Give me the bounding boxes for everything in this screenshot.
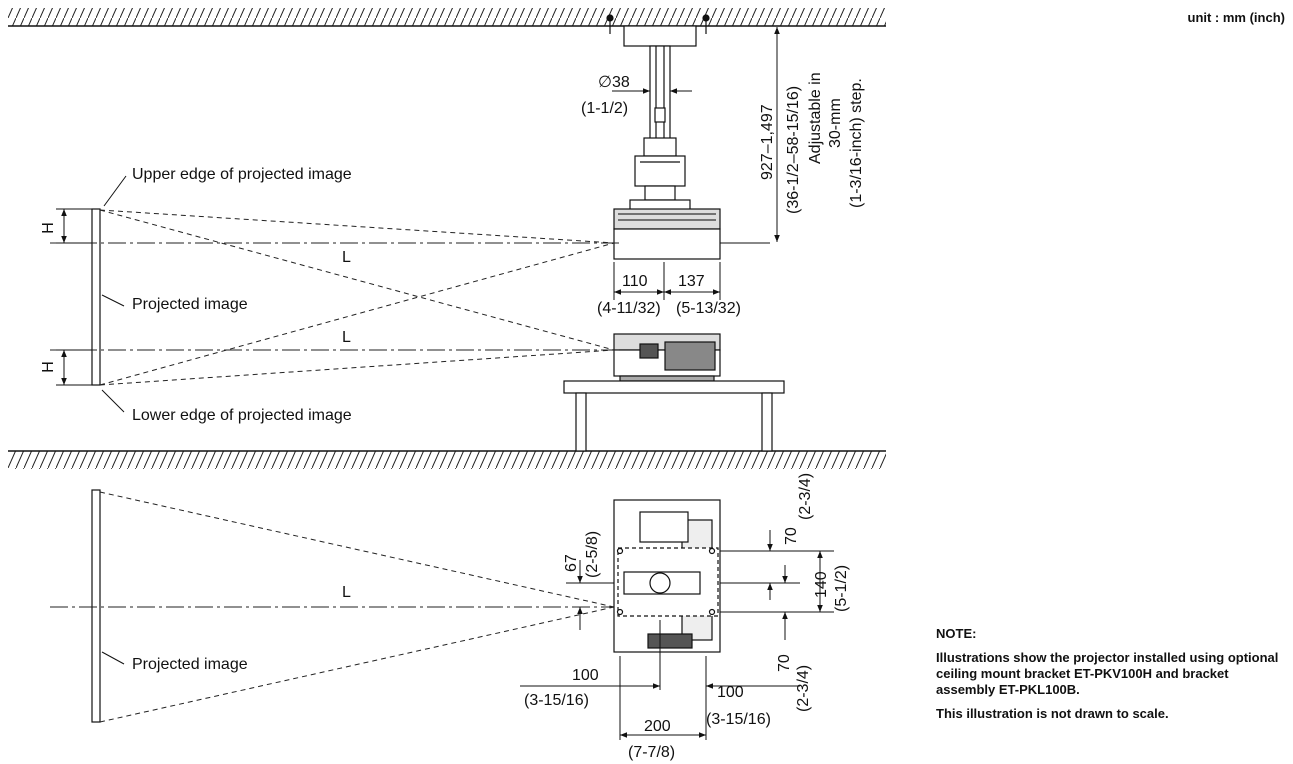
projection-rays-top xyxy=(99,209,615,386)
optical-axis-lines xyxy=(50,242,620,351)
adjust-label-3: (1-3/16-inch) step. xyxy=(848,78,865,208)
d67-inch-label: (2-5/8) xyxy=(584,531,601,578)
w137-label: 137 xyxy=(678,273,705,290)
w110-inch-label: (4-11/32) xyxy=(597,300,661,317)
w110-label: 110 xyxy=(622,273,648,290)
upper-edge-label: Upper edge of projected image xyxy=(132,166,352,183)
height-range-label: 927–1,497 xyxy=(759,104,776,180)
h-label-top: H xyxy=(40,222,57,234)
leader-lines xyxy=(101,175,127,665)
w137-inch-label: (5-13/32) xyxy=(676,300,741,317)
d67-label: 67 xyxy=(563,554,580,572)
lower-edge-label: Lower edge of projected image xyxy=(132,407,352,424)
h-label-bottom: H xyxy=(40,361,57,373)
projected-image-label-top: Projected image xyxy=(132,296,248,313)
ceiling xyxy=(8,8,886,27)
height-range-inch-label: (36-1/2–58-15/16) xyxy=(785,86,802,214)
projector-plan xyxy=(613,499,721,653)
adjust-label-1: Adjustable in xyxy=(807,72,824,164)
d200-inch-label: (7-7/8) xyxy=(628,744,675,761)
d140-inch-label: (5-1/2) xyxy=(833,565,850,612)
note-block: NOTE: Illustrations show the projector i… xyxy=(936,626,1286,730)
projector-ceiling xyxy=(613,208,721,260)
pole-dia-label: ∅38 xyxy=(598,74,630,91)
d100a-label: 100 xyxy=(572,667,599,684)
projector-desk xyxy=(613,333,721,382)
floor xyxy=(8,450,886,469)
note-title: NOTE: xyxy=(936,626,977,641)
d70a-label: 70 xyxy=(783,527,800,545)
projection-rays-plan xyxy=(99,491,615,723)
ceiling-mount-bracket xyxy=(606,14,710,211)
d70a-inch: (2-3/4) xyxy=(797,473,814,520)
d100a-inch-label: (3-15/16) xyxy=(524,692,589,709)
projected-image-label-bottom: Projected image xyxy=(132,656,248,673)
d100b-inch-label: (3-15/16) xyxy=(706,711,771,728)
unit-label: unit : mm (inch) xyxy=(1187,10,1286,25)
screen-side xyxy=(91,208,101,723)
note-line-2: This illustration is not drawn to scale. xyxy=(936,706,1169,721)
plan-dims-bottom xyxy=(520,620,800,740)
l-label-1: L xyxy=(342,249,351,266)
l-label-3: L xyxy=(342,584,351,601)
h-dimension-top xyxy=(56,208,92,244)
d140-label: 140 xyxy=(813,571,830,598)
plan-dims-right xyxy=(566,530,834,640)
table xyxy=(563,380,785,452)
d200-label: 200 xyxy=(644,718,671,735)
width-dims-side xyxy=(613,262,721,300)
l-label-2: L xyxy=(342,329,351,346)
d70b-inch-label: (2-3/4) xyxy=(795,665,812,712)
pole-dia-inch-label: (1-1/2) xyxy=(581,100,628,117)
d70b-label: 70 xyxy=(776,654,793,672)
h-dimension-bottom xyxy=(56,349,92,386)
note-line-1: Illustrations show the projector install… xyxy=(936,650,1279,697)
d100b-label: 100 xyxy=(717,684,744,701)
adjust-label-2: 30-mm xyxy=(827,98,844,148)
